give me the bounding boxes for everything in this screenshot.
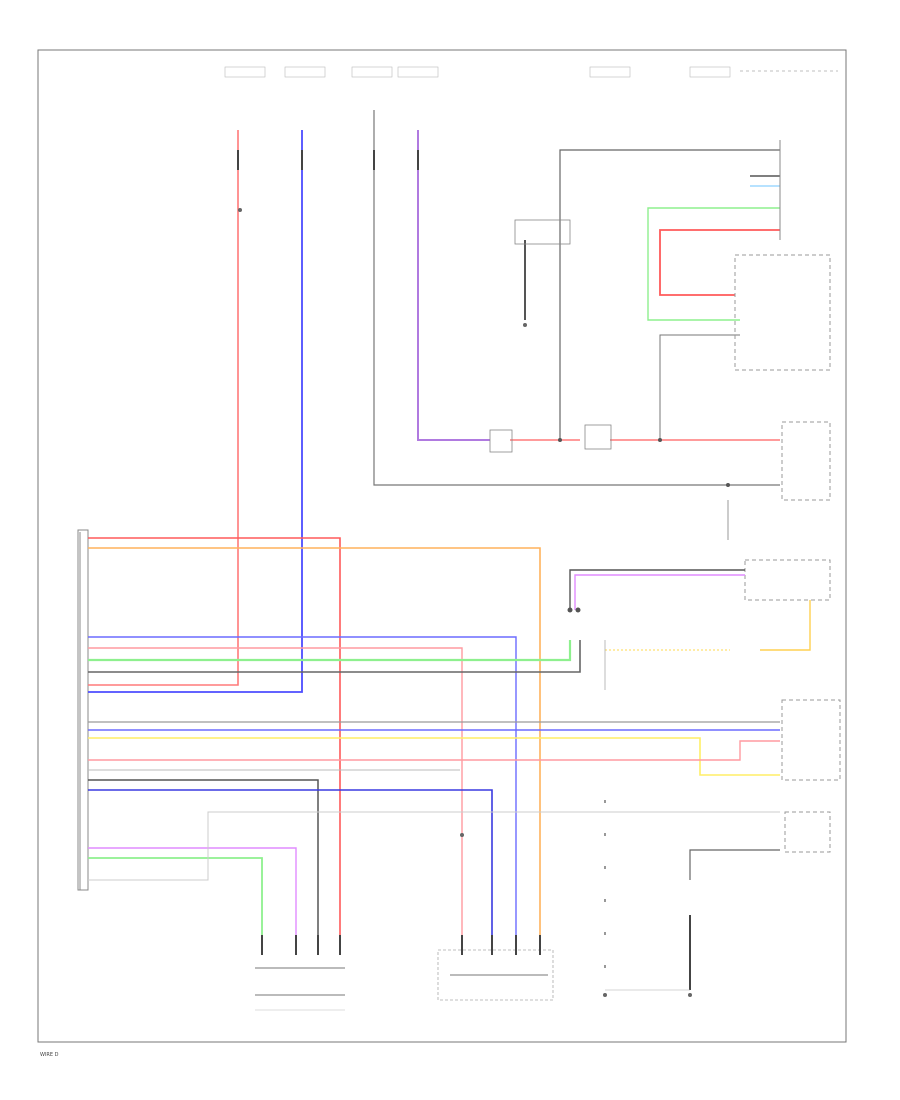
wire-gray-switch-bottom bbox=[659, 334, 740, 440]
wire-magenta-lower-left bbox=[88, 847, 297, 945]
wire-pink-lower bbox=[88, 740, 780, 761]
wire-magenta-mid-right bbox=[574, 574, 745, 610]
terminal-ticks bbox=[237, 150, 541, 955]
lower-right-connector-box bbox=[781, 699, 841, 781]
relay-right bbox=[584, 424, 612, 450]
diagram-frame bbox=[37, 49, 847, 1043]
stop-switch-box bbox=[784, 811, 831, 853]
ground-symbols bbox=[238, 208, 692, 997]
wire-red-switch bbox=[659, 229, 780, 296]
left-headlight-assembly bbox=[255, 967, 345, 1011]
wire-black-lower-right bbox=[689, 849, 780, 880]
wire-black-switch bbox=[559, 149, 780, 440]
splice-dots bbox=[558, 438, 730, 613]
wire-purple-top-middle bbox=[417, 130, 490, 441]
wire-red-horizontal-upper bbox=[88, 537, 341, 945]
wire-red-vertical bbox=[88, 130, 239, 686]
wire-green-lower-left bbox=[88, 857, 263, 945]
top-fuse-labels bbox=[224, 66, 838, 78]
main-ecu-connector bbox=[77, 529, 89, 891]
wire-darkblue-to-right-headlight bbox=[88, 789, 493, 945]
wire-blue-mid bbox=[88, 636, 517, 945]
footer-code: WIRE D bbox=[40, 1052, 59, 1058]
wire-gray-box bbox=[88, 811, 780, 881]
wire-gray-horizontal bbox=[88, 640, 581, 673]
wire-yellow-lower bbox=[88, 737, 780, 776]
wire-orange-horizontal bbox=[88, 547, 541, 945]
headlight-switch-box bbox=[734, 254, 831, 371]
relay-left bbox=[514, 219, 571, 245]
wire-green bbox=[88, 640, 572, 662]
wire-black-to-left-headlight bbox=[88, 779, 319, 945]
ecm-box bbox=[744, 559, 831, 601]
combination-meter-box bbox=[781, 421, 831, 501]
wire-blue-vertical bbox=[88, 130, 303, 693]
wire-black-top-middle bbox=[373, 110, 780, 486]
relay-mid bbox=[489, 429, 513, 453]
wire-pink-mid bbox=[88, 647, 463, 945]
wire-yellow-right bbox=[760, 600, 811, 651]
wire-green-switch bbox=[647, 207, 780, 321]
right-headlight-assembly bbox=[437, 949, 554, 1001]
wire-black-mid-right bbox=[569, 569, 745, 610]
